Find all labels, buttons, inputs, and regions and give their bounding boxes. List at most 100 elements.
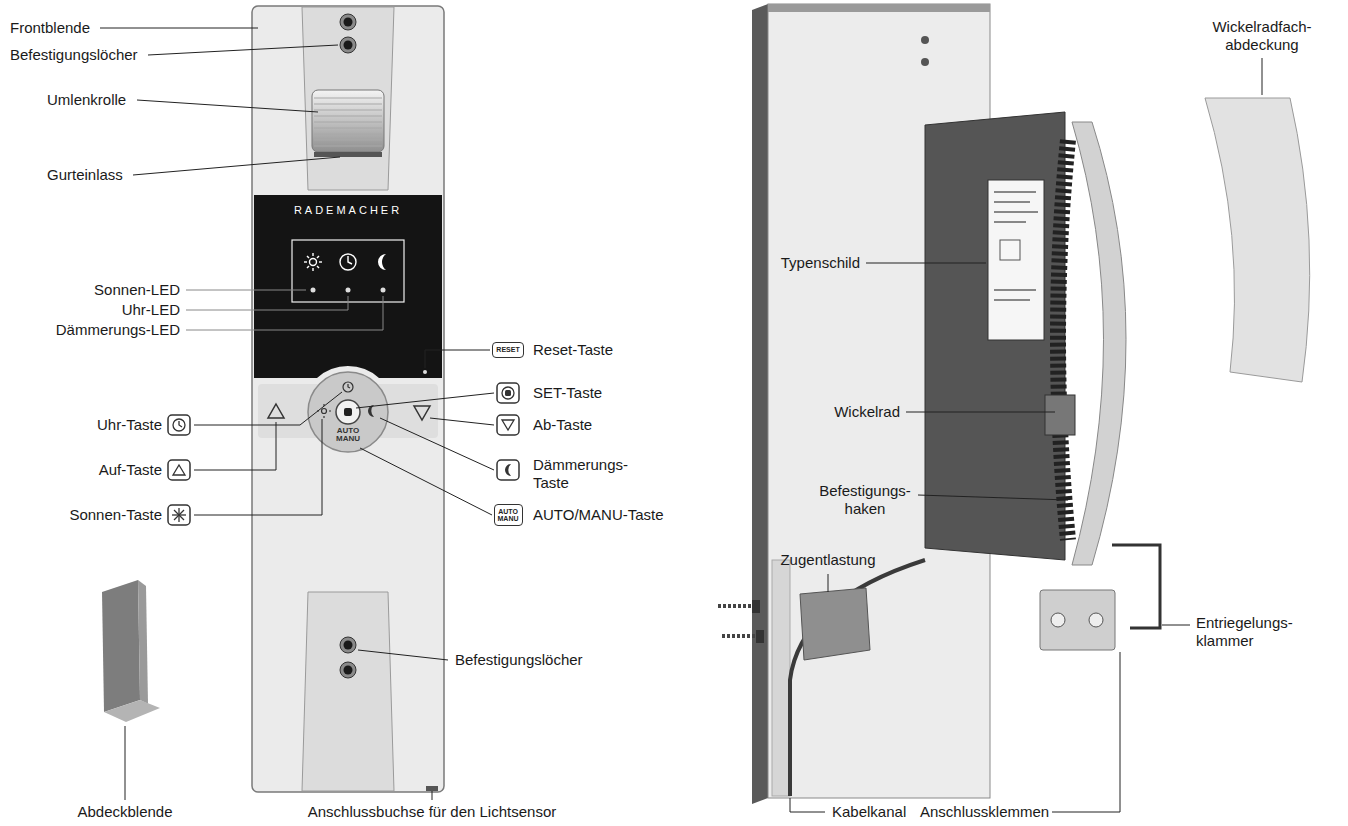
front-view — [312, 268, 313, 271]
key-icon — [168, 383, 519, 525]
leader-line — [358, 650, 448, 660]
key-symbol — [502, 387, 514, 399]
rear-view — [718, 4, 1310, 804]
leader-line — [356, 393, 494, 408]
key-icon — [168, 460, 190, 480]
part-label: Auf-Taste — [99, 461, 162, 479]
rear-view — [1040, 590, 1115, 650]
front-view — [310, 259, 317, 266]
front-view — [314, 140, 382, 141]
part-label: Reset-Taste — [533, 341, 613, 359]
front-view — [252, 6, 444, 792]
front-view — [340, 662, 356, 678]
key-symbol — [172, 387, 514, 522]
front-view — [292, 240, 404, 302]
front-view — [312, 90, 384, 152]
rear-view — [1045, 395, 1075, 435]
part-label: Dämmerungs-LED — [56, 321, 180, 339]
front-view — [344, 641, 353, 650]
key-symbol — [502, 420, 514, 430]
rear-view — [800, 588, 870, 660]
rear-view — [1089, 613, 1103, 627]
rear-view — [1205, 98, 1310, 382]
rear-view — [772, 560, 790, 796]
leader-line — [194, 422, 276, 470]
rear-view — [988, 180, 1044, 340]
key-icon — [168, 505, 190, 525]
rear-view — [752, 600, 760, 613]
front-view — [268, 404, 284, 418]
rear-view — [925, 112, 1065, 560]
front-view — [423, 370, 427, 374]
front-view — [314, 134, 382, 135]
leader-line — [866, 263, 986, 264]
leader-line — [194, 392, 342, 425]
front-view — [312, 253, 313, 256]
leader-line — [425, 350, 490, 368]
part-label: Uhr-LED — [122, 301, 180, 319]
rear-view — [1058, 140, 1068, 540]
part-label: Wickelrad — [834, 403, 900, 421]
front-view — [426, 786, 438, 791]
front-view — [314, 152, 382, 157]
front-view — [340, 37, 356, 53]
front-view — [378, 254, 386, 270]
front-view — [340, 637, 356, 653]
front-view — [322, 409, 327, 414]
part-label: Anschlussklemmen — [920, 803, 1049, 821]
reset-key-icon: RESET — [492, 342, 523, 357]
cover-piece — [138, 580, 148, 704]
front-view — [381, 288, 386, 293]
front-view — [323, 416, 324, 418]
part-label: Befestigungs- haken — [819, 482, 911, 518]
leader-line — [100, 28, 1262, 812]
front-view — [344, 41, 353, 50]
front-view — [329, 410, 331, 411]
front-view — [344, 666, 353, 675]
key-icon — [497, 460, 519, 480]
front-view — [344, 18, 353, 27]
part-label: Gurteinlass — [47, 166, 123, 184]
leader-line — [186, 296, 383, 330]
leader-line — [906, 412, 1055, 413]
front-view — [346, 288, 351, 293]
key-symbol — [179, 421, 182, 427]
key-icon — [497, 415, 519, 435]
part-label: Abdeckblende — [77, 803, 172, 821]
front-view — [307, 256, 309, 258]
part-label: Sonnen-Taste — [69, 506, 162, 524]
rear-view — [994, 201, 1030, 203]
rear-view — [718, 604, 752, 608]
leader-line — [360, 448, 492, 515]
key-symbol — [505, 390, 511, 396]
cover-piece — [102, 580, 160, 722]
front-view — [314, 128, 382, 129]
rear-view — [722, 634, 756, 638]
leader-line — [1262, 58, 1263, 95]
rear-view — [921, 36, 929, 44]
front-view — [314, 122, 382, 123]
front-view — [340, 254, 356, 270]
part-label: SET-Taste — [533, 384, 602, 402]
leader-line — [1052, 652, 1120, 812]
part-label: Frontblende — [10, 19, 90, 37]
key-symbol — [505, 464, 511, 476]
rear-view — [1000, 240, 1020, 260]
node-text: RADEMACHER — [294, 204, 402, 216]
part-label: Wickelradfach- abdeckung — [1212, 18, 1311, 54]
part-label: Sonnen-LED — [94, 281, 180, 299]
front-view — [307, 266, 309, 268]
front-view — [317, 382, 353, 418]
key-symbol — [174, 510, 184, 520]
node-text: RESET — [496, 346, 519, 353]
front-view — [414, 406, 430, 420]
key-symbol — [173, 465, 185, 475]
part-label: Befestigungslöcher — [455, 651, 583, 669]
rear-view — [994, 221, 1026, 223]
part-label: Befestigungslöcher — [10, 46, 138, 64]
rear-view — [994, 211, 1038, 213]
leader-line — [828, 574, 829, 592]
leader-line — [125, 726, 126, 800]
